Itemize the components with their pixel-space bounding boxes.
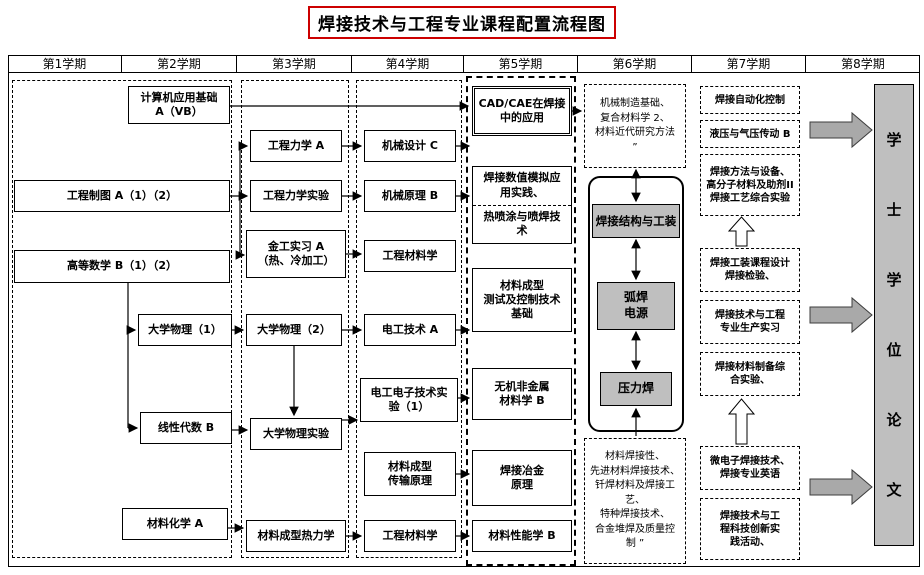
course-numerical-simulation: 焊接数值模拟应 用实践、 xyxy=(483,171,561,199)
course-welding-structure-tooling: 焊接结构与工装 xyxy=(592,204,680,238)
course-engineering-mechanics: 工程力学 A xyxy=(250,130,342,162)
course-electronics-lab: 电工电子技术实 验（1） xyxy=(360,378,458,422)
semester-header-7: 第7学期 xyxy=(692,55,806,73)
course-production-practice: 焊接技术与工程 专业生产实习 xyxy=(700,300,800,344)
course-machine-design: 机械设计 C xyxy=(364,130,456,162)
course-physics-2: 大学物理（2） xyxy=(246,314,342,346)
table-frame xyxy=(8,55,920,567)
semester-header-6: 第6学期 xyxy=(578,55,692,73)
group-semester-3 xyxy=(241,80,349,558)
semester-header-4: 第4学期 xyxy=(352,55,464,73)
course-numerical-simulation-group: 焊接数值模拟应 用实践、 热喷涂与喷焊技 术 xyxy=(472,166,572,244)
course-electrical-technology: 电工技术 A xyxy=(364,314,456,346)
course-forming-test-control: 材料成型 测试及控制技术 基础 xyxy=(472,268,572,332)
course-pressure-welding: 压力焊 xyxy=(600,372,672,406)
course-engineering-materials-1: 工程材料学 xyxy=(364,240,456,272)
course-inorganic-nonmetal-materials: 无机非金属 材料学 B xyxy=(472,368,572,420)
course-tooling-design-inspection: 焊接工装课程设计 焊接检验、 xyxy=(700,248,800,292)
course-advanced-math: 高等数学 B（1）（2） xyxy=(14,250,230,283)
course-list-manufacturing-basics: 机械制造基础、 复合材料学 2、 材料近代研究方法 ” xyxy=(584,84,686,168)
course-welding-methods-equipment: 焊接方法与设备、 高分子材料及助剂II 焊接工艺综合实验 xyxy=(700,154,800,216)
semester-header-1: 第1学期 xyxy=(8,55,122,73)
course-computer-basics: 计算机应用基础 A（VB） xyxy=(128,86,230,124)
course-welding-metallurgy: 焊接冶金 原理 xyxy=(472,450,572,506)
semester-header-3: 第3学期 xyxy=(237,55,352,73)
title-container: 焊接技术与工程专业课程配置流程图 xyxy=(0,6,924,39)
semester-header-5: 第5学期 xyxy=(464,55,578,73)
course-forming-thermodynamics: 材料成型热力学 xyxy=(246,520,346,552)
course-engineering-materials-2: 工程材料学 xyxy=(364,520,456,552)
course-welding-automation: 焊接自动化控制 xyxy=(700,86,800,114)
course-machine-principle: 机械原理 B xyxy=(364,180,456,212)
course-arc-welding-power: 弧焊 电源 xyxy=(597,282,675,330)
course-list-weldability: 材料焊接性、 先进材料焊接技术、 钎焊材料及焊接工艺、 特种焊接技术、 合金堆焊… xyxy=(584,438,686,564)
course-linear-algebra: 线性代数 B xyxy=(140,412,232,444)
semester-header-2: 第2学期 xyxy=(122,55,237,73)
course-material-properties: 材料性能学 B xyxy=(472,520,572,552)
course-microelectronics-welding: 微电子焊接技术、 焊接专业英语 xyxy=(700,446,800,490)
course-metalworking-practice: 金工实习 A （热、冷加工） xyxy=(246,230,346,278)
course-hydraulic-pneumatic: 液压与气压传动 B xyxy=(700,120,800,148)
course-thermal-spraying: 热喷涂与喷焊技 术 xyxy=(473,204,571,244)
degree-thesis-bar: 学 士 学 位 论 文 xyxy=(874,84,914,546)
course-cad-cae-welding: CAD/CAE在焊接 中的应用 xyxy=(472,86,572,136)
course-innovation-activity: 焊接技术与工 程科技创新实 践活动、 xyxy=(700,498,800,560)
group-semester-5 xyxy=(466,76,576,566)
course-transport-principle: 材料成型 传输原理 xyxy=(364,452,456,496)
group-semester-4 xyxy=(356,80,462,558)
course-mechanics-lab: 工程力学实验 xyxy=(250,180,342,212)
course-material-chemistry: 材料化学 A xyxy=(122,508,228,540)
page-title: 焊接技术与工程专业课程配置流程图 xyxy=(308,6,616,39)
semester-header-8: 第8学期 xyxy=(806,55,920,73)
semester-header-row: 第1学期 第2学期 第3学期 第4学期 第5学期 第6学期 第7学期 第8学期 xyxy=(8,55,920,73)
course-physics-1: 大学物理（1） xyxy=(138,314,232,346)
course-physics-lab: 大学物理实验 xyxy=(250,418,342,450)
course-welding-materials-lab: 焊接材料制备综 合实验、 xyxy=(700,352,800,396)
course-engineering-drawing: 工程制图 A（1）（2） xyxy=(14,180,230,212)
